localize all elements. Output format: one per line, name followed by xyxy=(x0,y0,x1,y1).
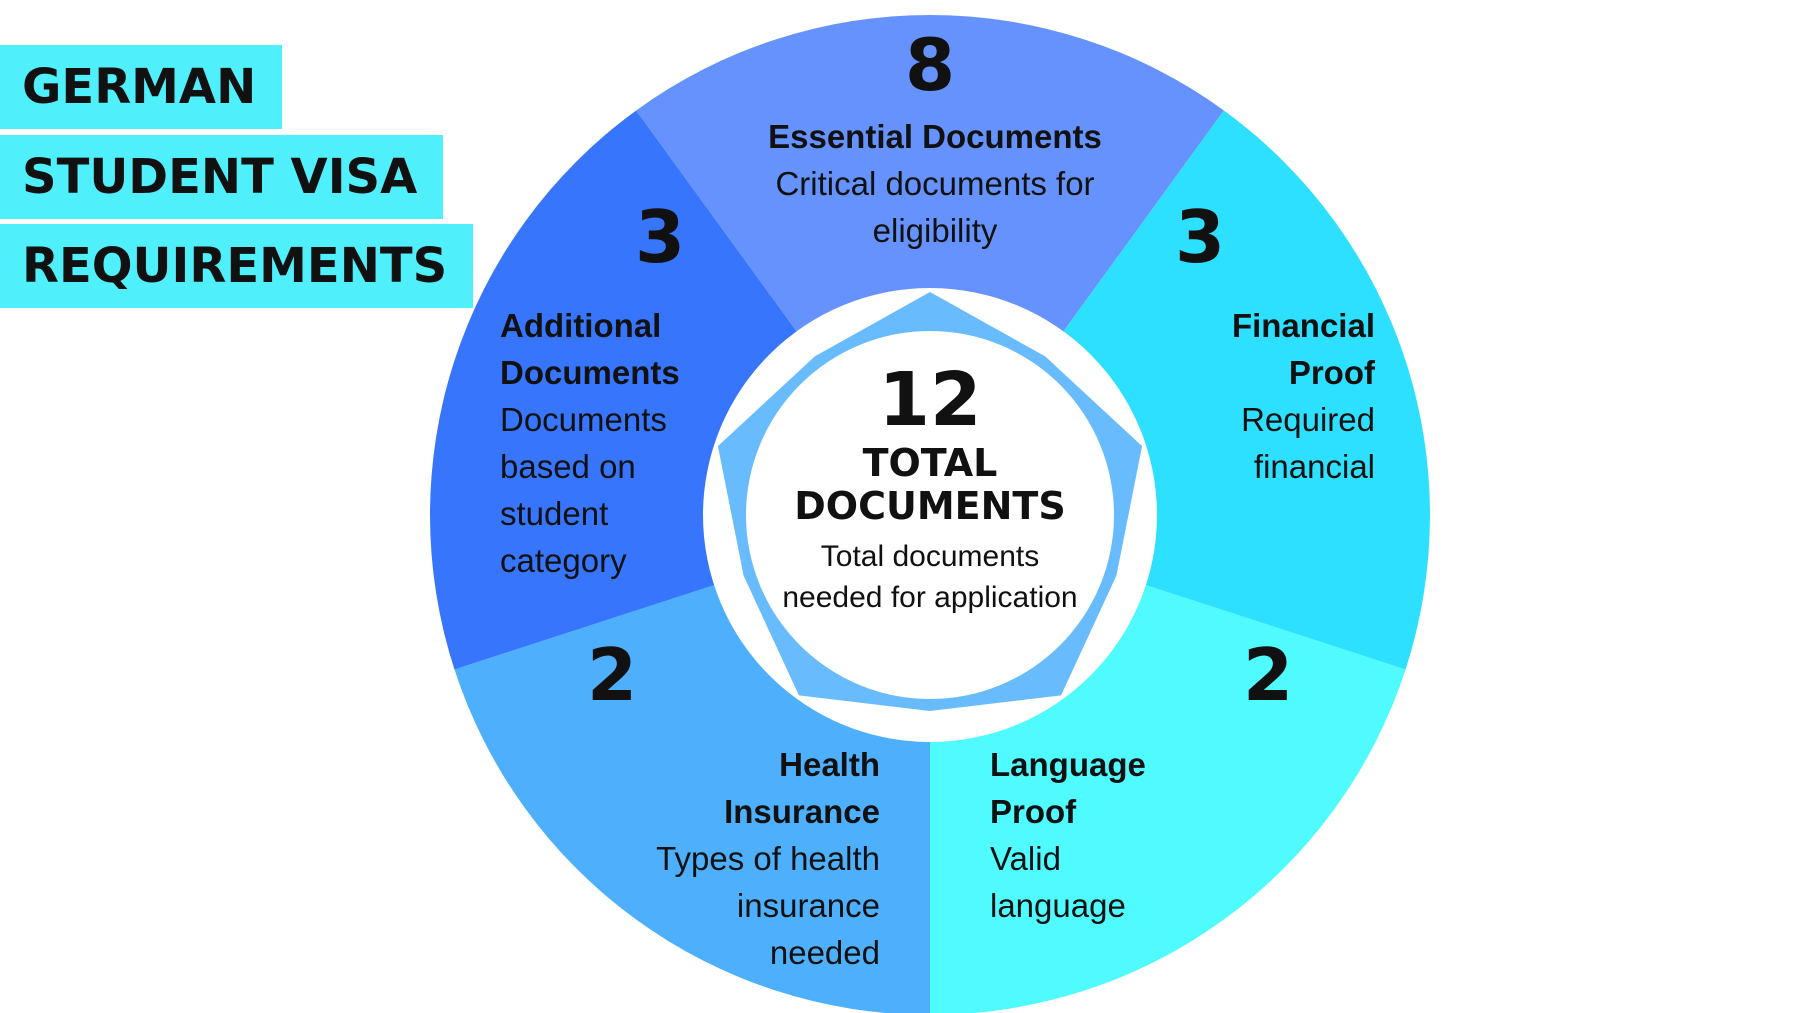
additional-title-line-1: Additional xyxy=(500,307,662,344)
total-label-line-1: TOTAL xyxy=(862,441,998,485)
additional-desc-line-3: student xyxy=(500,495,609,532)
total-description: Total documents needed for application xyxy=(782,540,1078,614)
language-title-line-2: Proof xyxy=(990,793,1077,830)
health-title-line-1: Health xyxy=(779,746,880,783)
language-text: Language Proof Valid language xyxy=(990,741,1230,929)
financial-title-line-1: Financial xyxy=(1231,307,1375,344)
health-desc-line-2: insurance xyxy=(736,887,880,924)
segment-essential xyxy=(636,15,1224,516)
title-line-3: REQUIREMENTS xyxy=(0,224,474,308)
health-desc-line-3: needed xyxy=(769,934,880,971)
financial-text: Financial Proof Required financial xyxy=(1165,302,1375,490)
language-title-line-1: Language xyxy=(990,746,1146,783)
additional-desc-line-4: category xyxy=(500,542,627,579)
health-text: Health Insurance Types of health insuran… xyxy=(590,741,880,976)
financial-value: 3 xyxy=(1174,195,1226,279)
language-value: 2 xyxy=(1242,633,1294,717)
title-line-1: GERMAN xyxy=(0,45,283,129)
additional-desc-line-2: based on xyxy=(500,448,636,485)
additional-value: 3 xyxy=(634,195,686,279)
essential-text: Essential Documents Critical documents f… xyxy=(755,113,1115,254)
essential-value: 8 xyxy=(904,23,956,107)
additional-title-line-2: Documents xyxy=(500,354,680,391)
total-value: 12 xyxy=(878,357,982,443)
total-label-line-2: DOCUMENTS xyxy=(794,484,1066,528)
financial-desc-line-1: Required xyxy=(1241,401,1375,438)
financial-desc-line-2: financial xyxy=(1253,448,1375,485)
title-line-2: STUDENT VISA xyxy=(0,135,444,219)
center-disc xyxy=(746,331,1114,699)
total-label: TOTAL DOCUMENTS xyxy=(765,442,1095,528)
essential-description: Critical documents for eligibility xyxy=(775,165,1095,249)
essential-title: Essential Documents xyxy=(768,118,1102,155)
financial-title-line-2: Proof xyxy=(1288,354,1375,391)
additional-text: Additional Documents Documents based on … xyxy=(500,302,740,584)
language-desc-line-1: Valid xyxy=(990,840,1061,877)
health-desc-line-1: Types of health xyxy=(656,840,880,877)
health-value: 2 xyxy=(586,633,638,717)
health-title-line-2: Insurance xyxy=(724,793,880,830)
additional-desc-line-1: Documents xyxy=(500,401,667,438)
language-desc-line-2: language xyxy=(990,887,1126,924)
